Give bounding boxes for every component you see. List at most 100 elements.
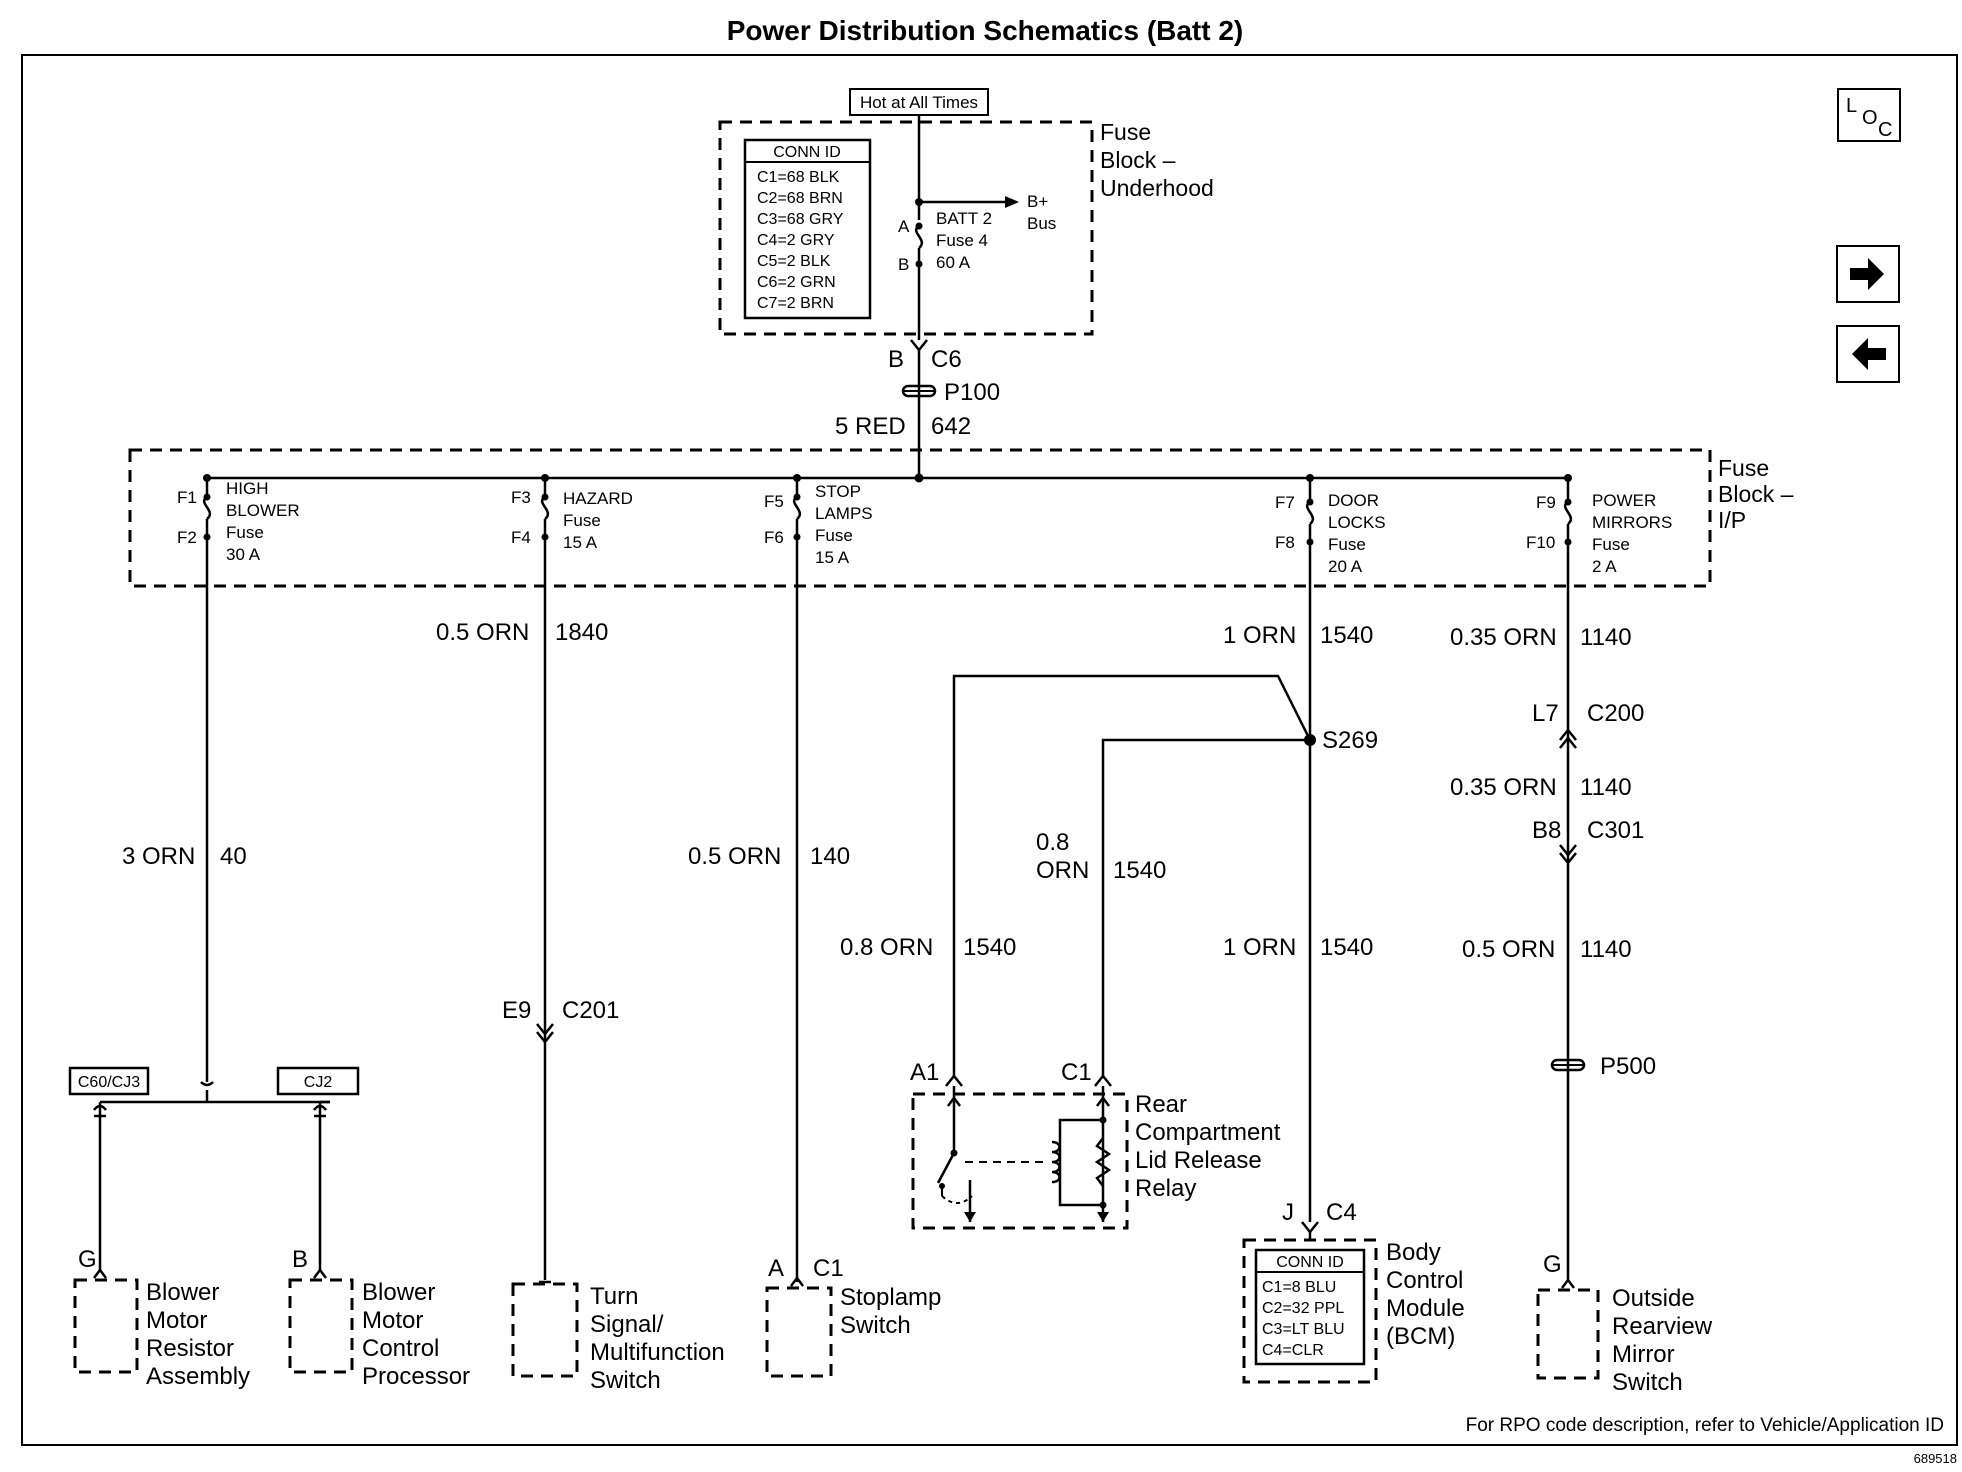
fuse-high-blower <box>202 474 212 541</box>
fuse-f7-line-2: LOCKS <box>1328 513 1386 532</box>
c301-label: C301 <box>1587 817 1644 844</box>
w140-gauge: 0.5 ORN <box>688 843 781 870</box>
w1540-a1-circuit: 1540 <box>963 934 1016 961</box>
fuse-f9-line-1: POWER <box>1592 491 1656 510</box>
fuse-f6-pin: F6 <box>764 528 784 547</box>
fuse-f4-pin: F4 <box>511 528 531 547</box>
fuse-f9-pin: F9 <box>1536 493 1556 512</box>
relay-box <box>911 1092 1129 1230</box>
p100-label: P100 <box>944 379 1000 406</box>
fuse-f1-pin: F1 <box>177 488 197 507</box>
fuse-f9-line-4: 2 A <box>1592 557 1617 576</box>
blower-ctl-1: Blower <box>362 1279 435 1306</box>
c6-label: C6 <box>931 346 962 373</box>
conn-id-title: CONN ID <box>773 144 841 161</box>
w1140-b-gauge: 0.35 ORN <box>1450 774 1557 801</box>
fuse-f3-pin: F3 <box>511 488 531 507</box>
blower-ctl-2: Motor <box>362 1307 423 1334</box>
w1140-b-circuit: 1140 <box>1580 774 1632 801</box>
wire-1540-c1 <box>1101 738 1310 1078</box>
svg-text:O: O <box>1862 107 1878 129</box>
bcm-1: Body <box>1386 1239 1441 1266</box>
conn-id-c6: C6=2 GRN <box>757 274 836 291</box>
fuse-block-ip <box>128 448 1712 588</box>
fuse-f3-line-3: 15 A <box>563 533 598 552</box>
bcm-pin: J <box>1282 1199 1294 1226</box>
w140-circuit: 140 <box>810 843 850 870</box>
blower-ctl-3: Control <box>362 1335 439 1362</box>
c60-cj3-label: C60/CJ3 <box>78 1074 140 1091</box>
w1140-a-gauge: 0.35 ORN <box>1450 624 1557 651</box>
stoplamp-1: Stoplamp <box>840 1284 941 1311</box>
batt2-fuse-no: Fuse 4 <box>936 231 988 250</box>
hot-at-all-times-label: Hot at All Times <box>860 93 978 112</box>
w1140-a-circuit: 1140 <box>1580 624 1632 651</box>
underhood-conn-id-table <box>743 138 872 320</box>
fuse-f10-pin: F10 <box>1526 533 1555 552</box>
c60-cj3-box <box>68 1066 150 1096</box>
mirror-4: Switch <box>1612 1369 1683 1396</box>
relay-3: Lid Release <box>1135 1147 1262 1174</box>
ip-label-2: Block – <box>1718 481 1794 507</box>
relay-4: Relay <box>1135 1175 1196 1202</box>
stoplamp-pin: A <box>768 1255 784 1282</box>
forward-arrow-icon[interactable] <box>1836 245 1900 303</box>
fuse-f9-line-3: Fuse <box>1592 535 1630 554</box>
blower-res-1: Blower <box>146 1279 219 1306</box>
w1540-a1-gauge: 0.8 ORN <box>840 934 933 961</box>
relay-c1-pin: C1 <box>1061 1059 1092 1086</box>
fuse-f7-line-1: DOOR <box>1328 491 1379 510</box>
c201-pin: E9 <box>502 997 531 1024</box>
relay-1: Rear <box>1135 1091 1187 1118</box>
w1540-c1-gauge-2: ORN <box>1036 857 1089 884</box>
fuse-f5-pin: F5 <box>764 492 784 511</box>
stoplamp-conn: C1 <box>813 1255 844 1282</box>
blower-res-pin: G <box>78 1246 97 1273</box>
c200-pin: L7 <box>1532 700 1559 727</box>
turn-signal-1: Turn <box>590 1283 638 1310</box>
loc-icon[interactable]: L O C <box>1837 88 1901 142</box>
bcm-conn-c2: C2=32 PPL <box>1262 1300 1344 1317</box>
turn-signal-4: Switch <box>590 1367 661 1394</box>
bcm-conn-c1: C1=8 BLU <box>1262 1279 1336 1296</box>
mirror-3: Mirror <box>1612 1341 1675 1368</box>
w1140-c-circuit: 1140 <box>1580 936 1632 963</box>
svg-text:C: C <box>1878 119 1892 141</box>
cj2-label: CJ2 <box>304 1074 333 1091</box>
c301-pin: B8 <box>1532 817 1561 844</box>
relay-a1-pin: A1 <box>910 1059 939 1086</box>
blower-res-2: Motor <box>146 1307 207 1334</box>
blower-res-4: Assembly <box>146 1363 250 1390</box>
fuse-f2-pin: F2 <box>177 528 197 547</box>
diagram-border <box>21 54 1958 1446</box>
bcm-box <box>1242 1238 1378 1384</box>
turn-signal-box <box>511 1282 579 1378</box>
fuse-f5-line-4: 15 A <box>815 548 850 567</box>
p500-label: P500 <box>1600 1053 1656 1080</box>
c200-label: C200 <box>1587 700 1644 727</box>
doc-id: 689518 <box>1914 1451 1957 1466</box>
batt2-name: BATT 2 <box>936 209 992 228</box>
stoplamp-2: Switch <box>840 1312 911 1339</box>
c6-pin: B <box>888 346 904 373</box>
mirror-switch-box <box>1536 1288 1600 1380</box>
bcm-conn-id-title: CONN ID <box>1276 1254 1344 1271</box>
fuse-f8-pin: F8 <box>1275 533 1295 552</box>
fuse-f7-line-3: Fuse <box>1328 535 1366 554</box>
svg-text:L: L <box>1846 95 1857 117</box>
underhood-label-1: Fuse <box>1100 119 1151 145</box>
footer-note: For RPO code description, refer to Vehic… <box>1466 1415 1944 1436</box>
ip-label-1: Fuse <box>1718 455 1769 481</box>
back-arrow-icon[interactable] <box>1836 325 1900 383</box>
w1540-bcm-circuit: 1540 <box>1320 934 1373 961</box>
w1840-gauge: 0.5 ORN <box>436 619 529 646</box>
fuse-f7-pin: F7 <box>1275 493 1295 512</box>
bcm-4: (BCM) <box>1386 1323 1455 1350</box>
conn-id-c3: C3=68 GRY <box>757 211 844 228</box>
bcm-conn-id-table <box>1254 1248 1366 1366</box>
fuse-door-locks <box>1305 474 1315 546</box>
bcm-conn: C4 <box>1326 1199 1357 1226</box>
fuse-f1-line-4: 30 A <box>226 545 261 564</box>
cj2-box <box>276 1066 360 1096</box>
